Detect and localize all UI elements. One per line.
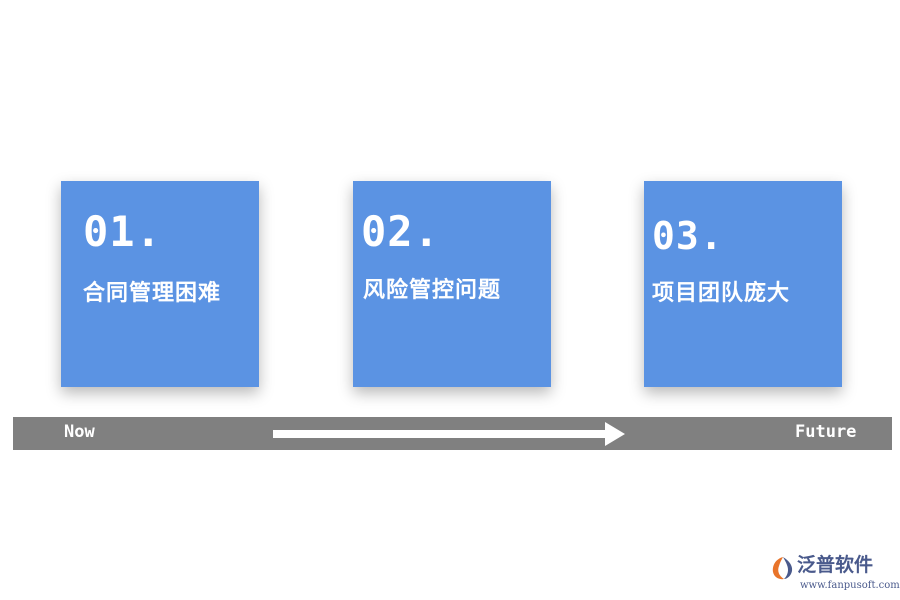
timeline-bar: Now Future bbox=[13, 417, 892, 450]
arrow-right-icon bbox=[273, 422, 625, 446]
logo-mark-icon bbox=[772, 557, 793, 580]
card-title: 合同管理困难 bbox=[83, 281, 222, 306]
logo-brand-text: 泛普软件 bbox=[797, 554, 874, 576]
logo-url-text: www.fanpusoft.com bbox=[800, 580, 900, 591]
card-01: 01. 合同管理困难 bbox=[61, 181, 259, 387]
card-02: 02. 风险管控问题 bbox=[353, 181, 551, 387]
timeline-end-label: Future bbox=[795, 422, 857, 442]
card-03: 03. 项目团队庞大 bbox=[644, 181, 842, 387]
brand-logo: 泛普软件 www.fanpusoft.com bbox=[770, 552, 900, 594]
card-number: 01. bbox=[83, 207, 162, 256]
card-number: 03. bbox=[652, 214, 724, 258]
card-title: 风险管控问题 bbox=[363, 278, 502, 303]
card-title: 项目团队庞大 bbox=[652, 281, 791, 306]
card-number: 02. bbox=[361, 207, 440, 256]
timeline-start-label: Now bbox=[64, 422, 95, 442]
